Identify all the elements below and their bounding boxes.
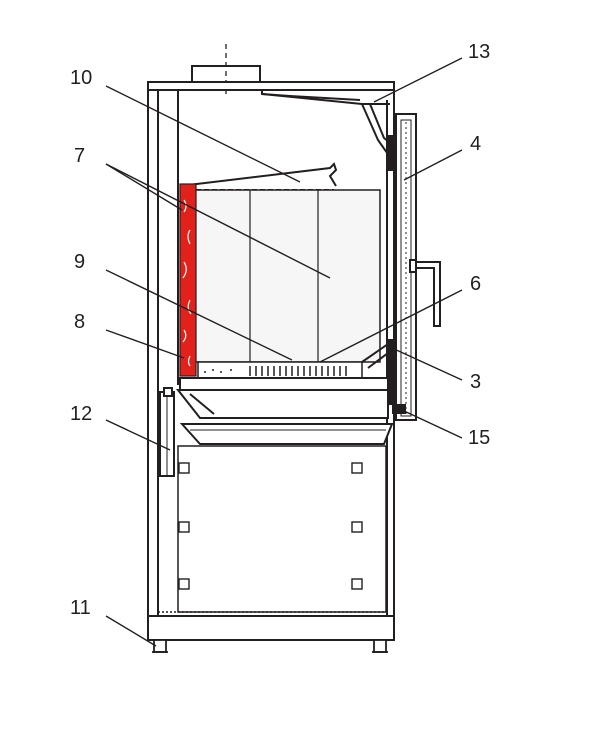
callout-10: 10	[70, 67, 92, 89]
compartment-rivets	[178, 462, 363, 590]
side-brick-highlighted	[179, 183, 197, 377]
callout-11: 11	[70, 597, 91, 619]
ash-pan	[179, 423, 394, 445]
callout-labels: 10 7 9 8 12 11 13 4 6 3 15	[70, 41, 490, 619]
adjustable-feet	[152, 639, 388, 653]
callout-6: 6	[470, 273, 481, 295]
door-handle	[409, 259, 441, 327]
stove-body	[147, 81, 395, 641]
baffle-plate	[179, 162, 338, 191]
grate	[197, 361, 363, 379]
callout-8: 8	[74, 311, 85, 333]
callout-3: 3	[470, 371, 481, 393]
riddling-lever	[159, 387, 175, 477]
callout-13: 13	[468, 41, 490, 63]
callout-12: 12	[70, 403, 92, 425]
firebox-panels	[193, 189, 381, 363]
callout-15: 15	[468, 427, 490, 449]
leader-lines	[105, 57, 463, 647]
callout-7: 7	[74, 145, 85, 167]
log-retainer	[361, 342, 394, 369]
callout-9: 9	[74, 251, 85, 273]
door-seal	[392, 404, 406, 414]
door	[387, 113, 417, 421]
callout-4: 4	[470, 133, 481, 155]
top-deflector	[261, 90, 395, 161]
firebox-floor	[175, 377, 389, 419]
